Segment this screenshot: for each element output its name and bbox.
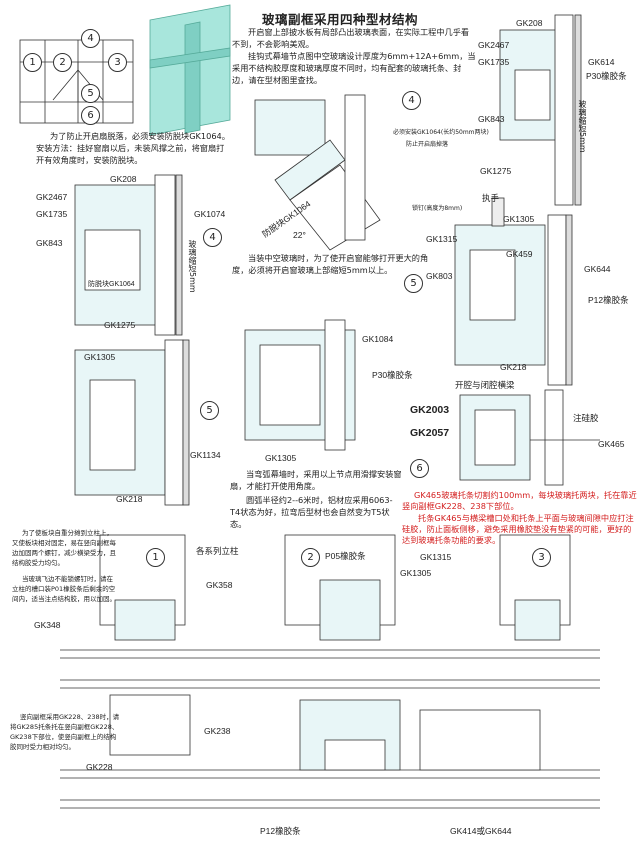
detail-transom (74, 339, 190, 506)
label-gk228: GK228 (86, 762, 113, 772)
label-gk1305: GK1305 (84, 352, 116, 362)
label-gk208: GK208 (110, 174, 137, 184)
node-marker-5: 5 (81, 84, 100, 103)
note-lock-pin: 锁钉(高度为8mm) (412, 205, 463, 212)
label-p30: P30橡胶条 (372, 370, 413, 380)
label-p05: P05橡胶条 (325, 551, 366, 561)
label-glass-shorten: 玻璃缩短5mm (578, 100, 587, 153)
detail-opening-angle (254, 94, 381, 251)
label-silicone: 注硅胶 (573, 413, 599, 423)
note-anti-drop: 为了防止开启扇脱落，必须安装防脱块GK1064。安装方法：挂好窗扇以后，未装风撑… (36, 131, 230, 165)
label-p30: P30橡胶条 (586, 71, 627, 81)
label-gk1305: GK1305 (400, 568, 432, 578)
label-gk1735: GK1735 (36, 209, 68, 219)
detail-glass-support (459, 389, 600, 486)
label-gk414-or-gk644: GK414或GK644 (450, 826, 512, 836)
note-glass-shorten: 当装中空玻璃时，为了使开启窗能够打开更大的角度，必须将开启窗玻璃上部缩短5mm以… (232, 253, 429, 275)
label-gk208: GK208 (516, 18, 543, 28)
node-marker-1: 1 (23, 53, 42, 72)
node-marker-4: 4 (81, 29, 100, 48)
section-marker-1: 1 (146, 548, 165, 567)
note-vertical-frame: 竖向副框采用GK228、238时，请将GK285托条托在竖向副框GK228、GK… (10, 713, 120, 751)
note-prevent-fall: 防止开启扇掉落 (406, 141, 449, 148)
label-gk843: GK843 (36, 238, 63, 248)
label-gk2467: GK2467 (478, 40, 510, 50)
label-p12: P12橡胶条 (260, 826, 301, 836)
label-mullion: 各系列立柱 (196, 546, 239, 556)
note-gk465-silicone: 托条GK465与横梁槽口处和托条上平面与玻璃间隙中应打注硅胶，防止面板侧移，避免… (402, 513, 634, 545)
detail-top-hung (244, 319, 356, 451)
label-gk1315: GK1315 (426, 234, 458, 244)
label-gk614: GK614 (588, 57, 615, 67)
label-gk465: GK465 (598, 439, 625, 449)
section-marker-2: 2 (301, 548, 320, 567)
label-gk1275: GK1275 (104, 320, 136, 330)
label-gk218: GK218 (500, 362, 527, 372)
detail-marker-4: 4 (402, 91, 421, 110)
label-p12: P12橡胶条 (588, 295, 629, 305)
label-gk1305: GK1305 (503, 214, 535, 224)
note-no-screw: 当玻璃飞边不能锁螺钉时，请在立柱的槽口装P01橡胶条后剩余的空间内，适当注点结构… (12, 575, 116, 603)
detail-marker-6: 6 (410, 459, 429, 478)
label-gk2467: GK2467 (36, 192, 68, 202)
note-must-install: 必须安装GK1064(长约50mm两块) (393, 129, 489, 136)
label-gk1134: GK1134 (190, 450, 221, 460)
label-beam: 开腔与闭腔横梁 (455, 380, 515, 390)
label-gk2057: GK2057 (410, 427, 450, 439)
page-title: 玻璃副框采用四种型材结构 (262, 12, 419, 27)
note-arc-wall: 当弯弧幕墙时，采用以上节点用滑撑安装窗扇，才能打开使用角度。 (230, 469, 402, 491)
label-anti-drop-block: 防脱块GK1064 (88, 281, 135, 288)
label-gk1735: GK1735 (478, 57, 510, 67)
note-gk465-cut: GK465玻璃托条切割约100mm，每块玻璃托两块，托在靠近竖向副框GK228、… (402, 490, 637, 511)
note-board-weight: 为了使板块自重分摊到立柱上，又使板块相对固定，易在竖向副框每边加固两个螺钉，减少… (12, 529, 116, 567)
label-gk238: GK238 (204, 726, 231, 736)
label-gk1074: GK1074 (194, 209, 226, 219)
detail-window-lock (454, 197, 573, 386)
label-gk644: GK644 (584, 264, 611, 274)
note-glass-thickness: 挂钩式幕墙节点图中空玻璃设计厚度为6mm+12A+6mm，当采用不结构胶厚度和玻… (232, 51, 476, 85)
label-gk1305: GK1305 (265, 453, 297, 463)
node-marker-6: 6 (81, 106, 100, 125)
label-gk459: GK459 (506, 249, 533, 259)
note-drip-plate: 开启窗上部披水板有局部凸出玻璃表面，在实际工程中几乎看不到，不会影响美观。 (232, 27, 470, 49)
detail-marker-5: 5 (404, 274, 423, 293)
node-marker-2: 2 (53, 53, 72, 72)
section-marker-3: 3 (532, 548, 551, 567)
label-glass-shorten: 玻璃缩短5mm (188, 240, 197, 293)
label-handle: 执手 (482, 193, 500, 203)
note-arc-radius: 圆弧半径约2--6米时，铝材应采用6063-T4状态为好，拉弯后型材也会自然变为… (230, 495, 393, 529)
label-gk1315: GK1315 (420, 552, 452, 562)
plan-section-row-2 (60, 694, 600, 809)
label-gk1275: GK1275 (480, 166, 512, 176)
detail-top-right (499, 14, 582, 206)
label-gk803: GK803 (426, 271, 453, 281)
profile-3d-view (149, 4, 231, 136)
detail-anti-drop (74, 174, 183, 336)
label-gk1084: GK1084 (362, 334, 394, 344)
label-gk218: GK218 (116, 494, 143, 504)
node-marker-3: 3 (108, 53, 127, 72)
label-gk843: GK843 (478, 114, 505, 124)
label-gk348: GK348 (34, 620, 61, 630)
detail-marker-4: 4 (203, 228, 222, 247)
label-angle: 22° (293, 230, 306, 240)
label-gk358: GK358 (206, 580, 233, 590)
label-gk2003: GK2003 (410, 404, 450, 416)
detail-marker-5: 5 (200, 401, 219, 420)
